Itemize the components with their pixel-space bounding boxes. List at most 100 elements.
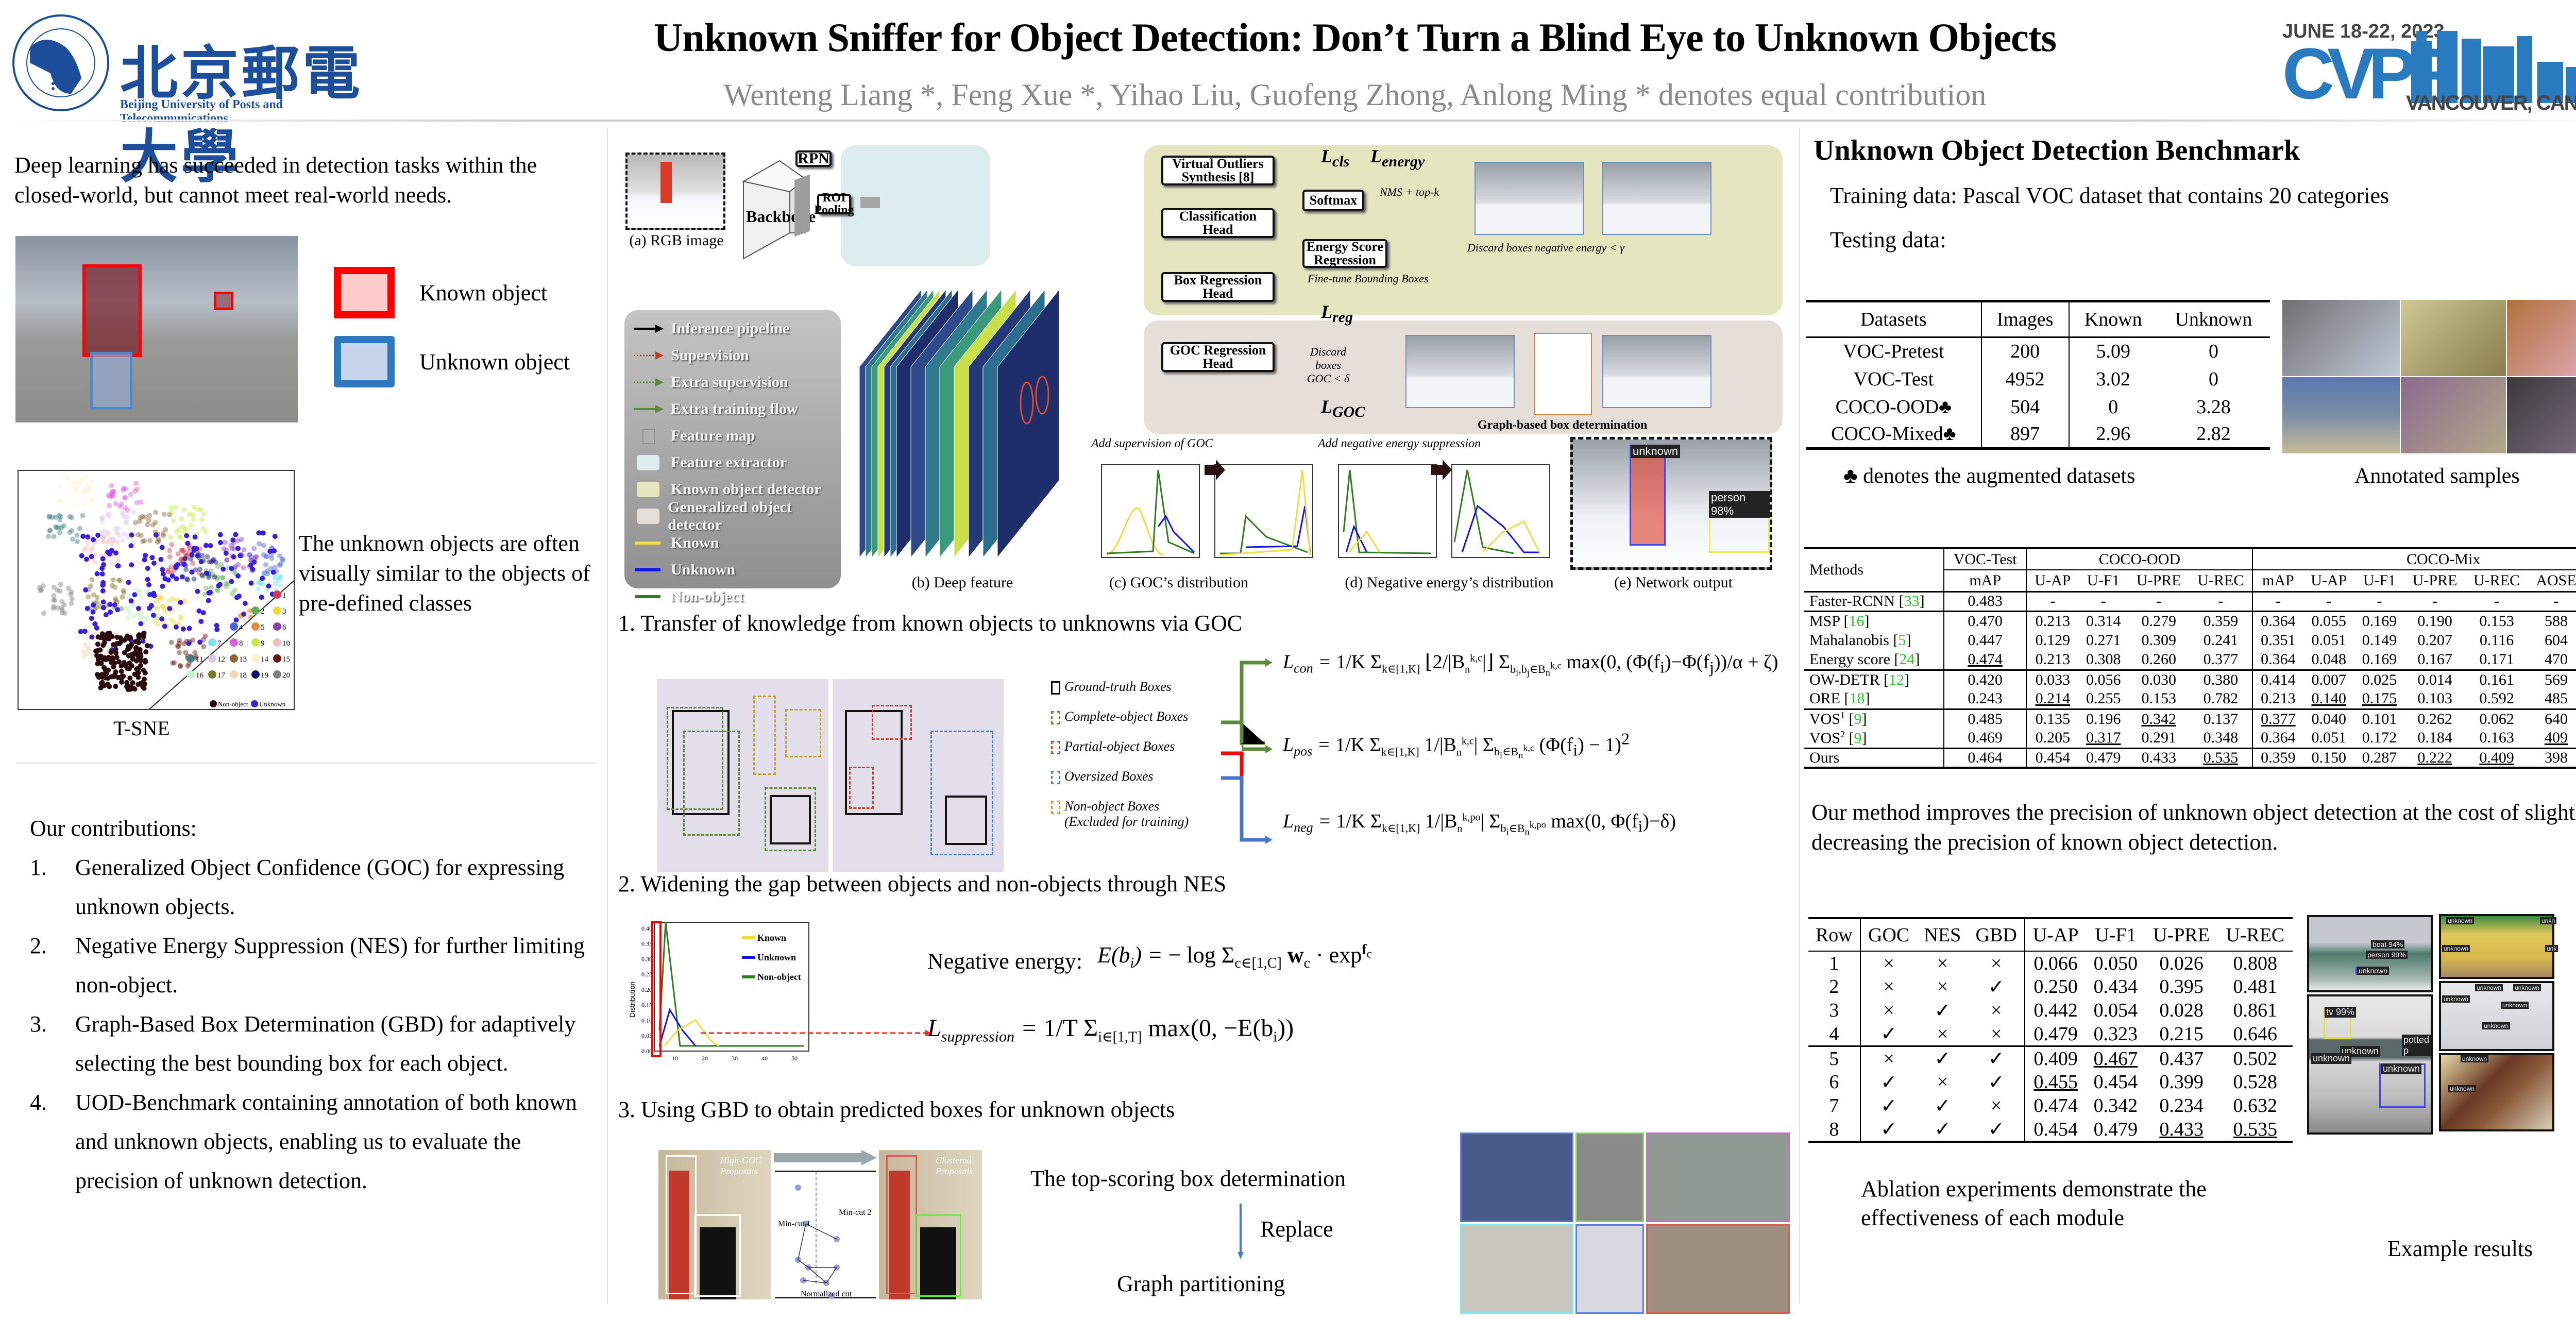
citation-link[interactable]: 24 bbox=[1899, 651, 1915, 668]
tsne-point-unknown bbox=[231, 554, 236, 560]
gbd-example-image bbox=[1460, 1132, 1574, 1222]
unknown-curve bbox=[1345, 524, 1368, 553]
tsne-legend-swatch bbox=[273, 638, 281, 647]
legend-label: Known bbox=[671, 534, 719, 551]
method-name: VOS bbox=[1809, 711, 1841, 728]
citation-link[interactable]: 9 bbox=[1854, 729, 1862, 747]
row-number: 5 bbox=[1808, 1046, 1861, 1070]
tsne-legend-label: 3 bbox=[282, 607, 286, 616]
architecture-legend-item: Extra supervision bbox=[633, 369, 833, 396]
tsne-point-unknown bbox=[178, 600, 183, 605]
tsne-legend-swatch bbox=[230, 654, 238, 663]
tsne-legend-swatch bbox=[208, 670, 216, 679]
tsne-point-unknown bbox=[100, 588, 106, 594]
tsne-point-class-7 bbox=[278, 583, 284, 588]
cross-icon: × bbox=[1937, 1023, 1948, 1045]
tsne-point-unknown bbox=[149, 555, 155, 561]
tsne-point-unknown bbox=[129, 532, 134, 538]
column-divider-right bbox=[1799, 129, 1800, 1304]
tsne-point-class-8 bbox=[123, 494, 128, 500]
table-cell: 200 bbox=[1981, 337, 2070, 365]
legend-label: Extra training flow bbox=[671, 400, 798, 417]
tsne-point-class-12 bbox=[100, 519, 106, 525]
tsne-point-class-14 bbox=[88, 486, 93, 492]
tsne-point-class-8 bbox=[110, 493, 115, 498]
tsne-point-non-object bbox=[141, 633, 146, 639]
tsne-point-class-11 bbox=[46, 534, 52, 539]
gbd-example-image bbox=[1460, 1224, 1574, 1314]
tsne-point-class-2 bbox=[202, 591, 208, 597]
legend-label: Feature extractor bbox=[671, 454, 787, 471]
citation-link[interactable]: 18 bbox=[1849, 690, 1865, 707]
tsne-point-unknown bbox=[105, 549, 110, 555]
check-icon: ✓ bbox=[1934, 1000, 1951, 1022]
top-scoring-label: The top-scoring box determination bbox=[1030, 1166, 1346, 1191]
tsne-point-class-12 bbox=[112, 526, 118, 532]
contribution-text: UOD-Benchmark containing annotation of b… bbox=[75, 1090, 577, 1193]
tsne-point-non-object bbox=[109, 660, 114, 665]
table-cell: 0.342 bbox=[2141, 710, 2177, 728]
mincut1-label: Min-cut 1 bbox=[778, 1220, 811, 1228]
tsne-point-non-object bbox=[130, 654, 136, 660]
tsne-point-non-object bbox=[114, 655, 120, 661]
tsne-point-unknown bbox=[272, 548, 277, 554]
table-cell: 0.348 bbox=[2189, 729, 2253, 748]
gt-box bbox=[770, 795, 811, 844]
roi-pooling-block: ROI Pooling bbox=[814, 191, 854, 217]
table-cell: 0.030 bbox=[2141, 671, 2177, 688]
table-cell: 0.447 bbox=[1943, 631, 2027, 650]
tsne-point-class-15 bbox=[201, 637, 207, 642]
tsne-point-class-13 bbox=[142, 538, 147, 544]
suppression-highlight bbox=[651, 921, 662, 1057]
group-header: COCO-Mix bbox=[2252, 548, 2576, 570]
tsne-point-class-12 bbox=[120, 538, 125, 544]
table-cell: 0.455 bbox=[2033, 1071, 2078, 1093]
tsne-point-class-1 bbox=[165, 569, 171, 574]
citation-link[interactable]: 5 bbox=[1898, 632, 1906, 649]
sample-image bbox=[2282, 300, 2400, 376]
tsne-point-class-7 bbox=[261, 571, 267, 577]
citation-link[interactable]: 16 bbox=[1849, 612, 1865, 630]
tsne-point-class-3 bbox=[155, 605, 160, 611]
tsne-point-non-object bbox=[136, 633, 142, 638]
citation-link[interactable]: 12 bbox=[1889, 671, 1905, 688]
detection-thumb-2 bbox=[1602, 162, 1711, 235]
table-cell: 0.314 bbox=[2086, 612, 2121, 630]
tsne-point-class-19 bbox=[199, 553, 205, 559]
known-curve bbox=[1106, 507, 1164, 556]
tsne-point-unknown bbox=[208, 543, 213, 548]
legend-label: Non-object bbox=[757, 972, 801, 982]
citation-link[interactable]: 9 bbox=[1854, 711, 1862, 728]
table-cell: 0.066 bbox=[2033, 952, 2078, 974]
citation-link[interactable]: 33 bbox=[1904, 593, 1920, 610]
tsne-point-class-19 bbox=[197, 566, 202, 572]
method-name: ORE bbox=[1809, 690, 1840, 707]
finetune-annotation: Fine-tune Bounding Boxes bbox=[1308, 272, 1429, 285]
tsne-point-unknown bbox=[198, 619, 204, 624]
tsne-point-class-9 bbox=[168, 534, 174, 540]
university-name-cn: 北京郵電大學 bbox=[120, 40, 363, 191]
tsne-point-class-4 bbox=[265, 571, 270, 577]
tsne-point-class-4 bbox=[277, 563, 282, 568]
tsne-point-unknown bbox=[115, 563, 121, 568]
table-cell: 5.09 bbox=[2096, 341, 2130, 363]
tsne-point-class-20 bbox=[58, 582, 63, 587]
table-cell: 0.502 bbox=[2233, 1047, 2278, 1070]
tsne-point-class-11 bbox=[46, 513, 52, 519]
tsne-point-class-3 bbox=[161, 603, 166, 609]
detection-label: unknown bbox=[2513, 984, 2541, 991]
table-cell: 0.260 bbox=[2141, 651, 2177, 668]
tsne-point-class-9 bbox=[178, 535, 184, 540]
cross-icon: × bbox=[1937, 1071, 1948, 1093]
tsne-point-class-10 bbox=[102, 534, 108, 539]
tsne-point-class-19 bbox=[199, 572, 205, 578]
tsne-point-class-13 bbox=[156, 538, 162, 544]
tsne-point-class-15 bbox=[170, 661, 176, 666]
table-cell: 0.056 bbox=[2086, 671, 2121, 688]
tsne-legend-swatch bbox=[273, 654, 281, 663]
legend-swatch-icon bbox=[637, 455, 659, 470]
tsne-point-unknown bbox=[129, 562, 134, 568]
tsne-point-class-7 bbox=[260, 581, 265, 587]
tsne-legend-label: 11 bbox=[196, 655, 203, 664]
table-cell: 604 bbox=[2545, 632, 2568, 649]
